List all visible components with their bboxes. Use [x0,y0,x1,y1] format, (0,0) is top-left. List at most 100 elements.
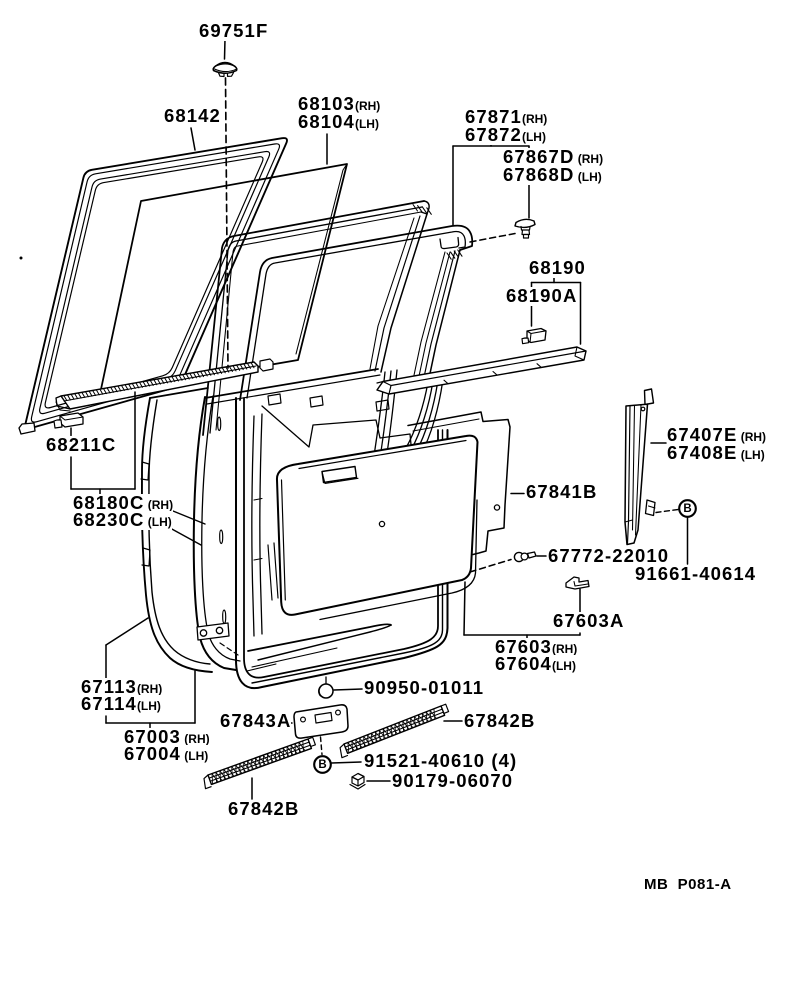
diagram-stroke [318,685,322,697]
diagram-stroke [149,387,209,399]
diagram-stroke [44,156,264,409]
label-68211C: 68211C [46,434,117,455]
part-number-text: 68180C [73,492,145,513]
part-side-suffix: (LH) [180,749,209,763]
part-number-text: 67868D [503,164,575,185]
diagram-stroke [427,249,461,384]
part-number-text: 67842B [228,798,300,819]
part-side-suffix: (RH) [354,99,381,113]
diagram-stroke [246,230,466,399]
part-number-text: 67603A [553,610,625,631]
diagram-stroke [213,68,237,73]
diagram-stroke [640,406,646,412]
part-number-text: 68190A [506,285,578,306]
diagram-stroke [267,393,282,406]
diagram-stroke [573,580,589,587]
part-weatherstrip-67603 [234,396,449,690]
diagram-stroke [412,203,432,215]
diagram-stroke [321,465,358,484]
diagram-stroke [374,215,421,372]
diagram-stroke [335,709,341,716]
part-number-text: 67843A [220,710,292,731]
diagram-stroke [333,688,363,691]
diagram-stroke [293,704,349,739]
part-door-glass-68103 [99,163,348,395]
part-number-text: 90950-01011 [364,677,485,698]
diagram-stroke [369,217,415,370]
diagram-stroke [520,552,529,561]
diagram-stroke [204,368,379,399]
diagram-stroke [319,499,478,621]
part-clip-68211c [53,412,84,429]
part-number-text: 67872 [465,124,522,145]
diagram-stroke [318,683,334,699]
diagram-stroke [217,416,222,432]
part-number-text: 67871 [465,106,522,127]
diagram-stroke [300,716,306,723]
label-90950: 90950-01011 [364,677,485,698]
label-67842B_b: 67842B [228,798,300,819]
label-67842B_r: 67842B [464,711,536,731]
label-67843A: 67843A [220,710,292,731]
diagram-stroke [412,418,480,432]
diagram-stroke [351,772,365,781]
diagram-stroke [643,388,655,406]
part-side-suffix: (RH) [737,430,767,444]
diagram-stroke [172,510,206,525]
diagram-stroke [295,163,348,355]
part-side-suffix: (LH) [551,659,576,673]
diagram-stroke [99,163,348,395]
diagram-stroke [536,363,542,368]
label-67603A: 67603A [553,610,625,631]
diagram-stroke [251,415,255,637]
diagram-stroke [202,200,425,436]
diagram-stroke [655,508,679,514]
diagram-stroke [223,38,226,60]
diagram-stroke [190,127,196,151]
diagram-stroke [215,211,422,431]
part-number-text: 67003 [124,726,181,747]
diagram-stroke [492,370,498,376]
diagram-stroke [422,250,456,383]
diagram-stroke [644,499,656,517]
part-number-text: 68211C [46,434,117,455]
diagram-stroke [234,396,449,690]
diagram-stroke [522,233,530,239]
part-side-suffix: (RH) [521,112,548,126]
diagram-stroke [63,362,255,401]
diagram-stroke [140,461,150,481]
part-side-suffix: (LH) [737,448,765,462]
diagram-stroke [253,497,263,561]
part-number-text: 90179-06070 [392,770,514,791]
part-side-suffix: (RH) [574,152,604,166]
diagram-stroke [224,77,229,369]
label-67867D: 67867D (RH) [503,146,604,167]
label-68180C: 68180C (RH) [73,492,174,513]
part-number-text: 67114 [81,693,137,714]
part-number-text: 67407E [667,424,738,445]
label-agecode: MB P081-A [644,877,732,892]
diagram-stroke [574,346,585,361]
diagram-stroke [251,647,338,668]
part-side-suffix: (RH) [551,642,578,656]
diagram-stroke [313,755,332,774]
part-number-text: 67867D [503,146,575,167]
label-68104: 68104(LH) [298,112,379,132]
part-number-text: 91661-40614 [635,563,757,584]
diagram-stroke [239,224,474,401]
part-clip-67772 [513,551,537,563]
label-67604: 67604(LH) [495,653,576,674]
part-number-text: 67604 [495,653,552,674]
diagram-stroke [469,558,512,573]
callout-b-screw: B [683,502,692,515]
diagram-stroke [309,395,324,408]
label-67408E: 67408E (LH) [667,443,765,463]
diagram-stroke [565,576,590,590]
bottom-hardware [203,499,697,790]
part-side-suffix: (LH) [521,130,546,144]
diagram-stroke [631,404,636,531]
diagram-stroke [463,581,466,636]
part-side-suffix: (RH) [180,732,210,746]
label-67603: 67603(RH) [495,637,578,657]
